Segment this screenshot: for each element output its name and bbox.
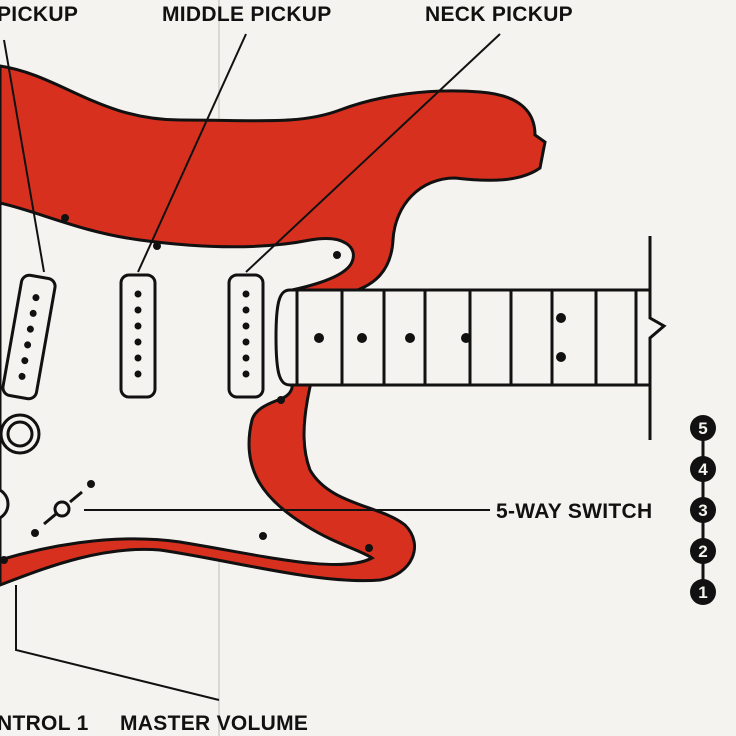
control-1-label: NTROL 1 xyxy=(0,712,89,735)
position-number: 1 xyxy=(698,583,707,602)
position-number: 3 xyxy=(698,501,707,520)
position-badge: 3 xyxy=(690,497,716,523)
position-badge: 2 xyxy=(690,538,716,564)
middle-pickup-label: MIDDLE PICKUP xyxy=(162,3,332,26)
volume-knob xyxy=(0,413,41,455)
fretboard xyxy=(274,236,667,440)
tone-knob xyxy=(0,488,10,520)
switch-symbol xyxy=(31,480,95,537)
position-number: 2 xyxy=(698,542,707,561)
master-volume-label: MASTER VOLUME xyxy=(120,712,308,735)
neck-pickup xyxy=(227,273,265,399)
pickguard xyxy=(0,201,375,567)
position-number: 4 xyxy=(698,460,708,479)
neck-pickup-label: NECK PICKUP xyxy=(425,3,573,26)
position-number: 5 xyxy=(698,419,707,438)
pickguard-screws xyxy=(0,214,373,564)
five-way-switch-label: 5-WAY SWITCH xyxy=(496,500,652,523)
switch-position-indicator: 5 4 3 2 1 xyxy=(690,415,716,605)
bridge-pickup xyxy=(1,273,57,401)
middle-pickup xyxy=(119,273,157,399)
position-badge: 4 xyxy=(690,456,716,482)
leader-lines xyxy=(3,33,501,701)
position-badge: 1 xyxy=(690,579,716,605)
position-badge: 5 xyxy=(690,415,716,441)
bridge-pickup-label: PICKUP xyxy=(0,3,78,26)
